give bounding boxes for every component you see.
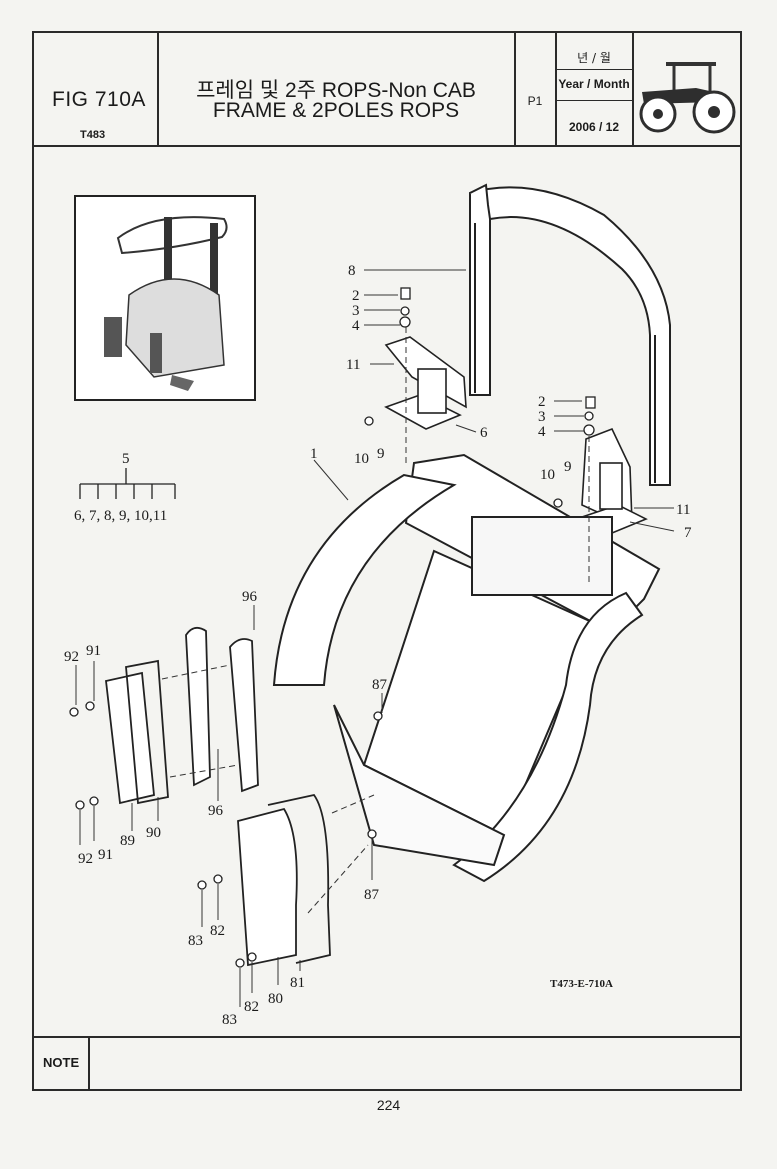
figure-number: FIG 710A: [52, 88, 146, 111]
note-col: [88, 1036, 90, 1091]
tractor-icon: [639, 62, 736, 134]
callout-92-bottom: 92: [78, 851, 93, 867]
callout-89: 89: [120, 833, 135, 849]
callout-87-top: 87: [372, 677, 388, 693]
title-korean: 프레임 및 2주 ROPS-Non CAB: [196, 79, 476, 102]
side-shield-front: [237, 793, 331, 967]
header-col-3: [555, 31, 557, 145]
group-items: 6, 7, 8, 9, 10,11: [74, 508, 167, 524]
main-frame: [272, 453, 661, 883]
callout-80: 80: [268, 991, 283, 1007]
header-col-4: [632, 31, 634, 145]
callout-1: 1: [310, 446, 318, 462]
page-code: P1: [527, 94, 543, 108]
callout-82-top: 82: [210, 923, 225, 939]
page-frame: [32, 31, 742, 1091]
rops-bracket-left: [384, 336, 467, 430]
callout-7: 7: [684, 525, 692, 541]
callout-labels: 8 2 3 4 11 6 10 9 1 2 3 4 10 9 11 7 96 9…: [64, 263, 692, 1028]
callout-91-bottom: 91: [98, 847, 113, 863]
callout-9-left: 9: [377, 446, 385, 462]
callout-81: 81: [290, 975, 305, 991]
callout-8: 8: [348, 263, 356, 279]
side-shield-left: [105, 626, 259, 805]
callout-6: 6: [480, 425, 488, 441]
model-code: T483: [80, 129, 106, 141]
date-value: 2006 / 12: [568, 120, 620, 134]
callout-3-right: 3: [538, 409, 546, 425]
callout-10-left: 10: [354, 451, 369, 467]
group-bracket-5: [79, 468, 176, 499]
fasteners: [69, 287, 596, 968]
rops-arch: [469, 183, 671, 486]
leader-lines: [75, 269, 675, 1007]
callout-96-bottom: 96: [208, 803, 224, 819]
callout-11-right: 11: [676, 502, 690, 518]
callout-83-bottom: 83: [222, 1012, 237, 1028]
callout-4-left: 4: [352, 318, 360, 334]
callout-10-right: 10: [540, 467, 555, 483]
callout-83-top: 83: [188, 933, 203, 949]
title-english: FRAME & 2POLES ROPS: [212, 99, 460, 122]
note-label: NOTE: [43, 1055, 80, 1070]
date-label-english: Year / Month: [558, 77, 630, 91]
note-divider: [32, 1036, 742, 1038]
header-col-2: [514, 31, 516, 145]
callout-3-left: 3: [352, 303, 360, 319]
drawing-reference: T473-E-710A: [550, 978, 613, 990]
callout-11-left: 11: [346, 357, 360, 373]
callout-90: 90: [146, 825, 161, 841]
group-label: 5: [122, 451, 130, 467]
callout-96-top: 96: [242, 589, 258, 605]
date-divider-1: [556, 69, 632, 70]
callout-4-right: 4: [538, 424, 546, 440]
callout-82-bottom: 82: [244, 999, 259, 1015]
callout-2-right: 2: [538, 394, 546, 410]
rops-bracket-right: [579, 427, 648, 534]
assembly-lines: [161, 317, 590, 914]
callout-87-bottom: 87: [364, 887, 380, 903]
inset-tractor-sketch: [74, 195, 256, 401]
date-divider-2: [556, 100, 632, 101]
callout-91-top: 91: [86, 643, 101, 659]
callout-2-left: 2: [352, 288, 360, 304]
exploded-view-drawing: 5 6, 7, 8, 9, 10,11: [64, 183, 692, 1028]
header-col-1: [157, 31, 159, 145]
callout-92-top: 92: [64, 649, 79, 665]
page-number: 224: [376, 1097, 401, 1113]
callout-9-right: 9: [564, 459, 572, 475]
date-label-korean: 년 / 월: [577, 51, 611, 65]
header-divider: [32, 145, 742, 147]
